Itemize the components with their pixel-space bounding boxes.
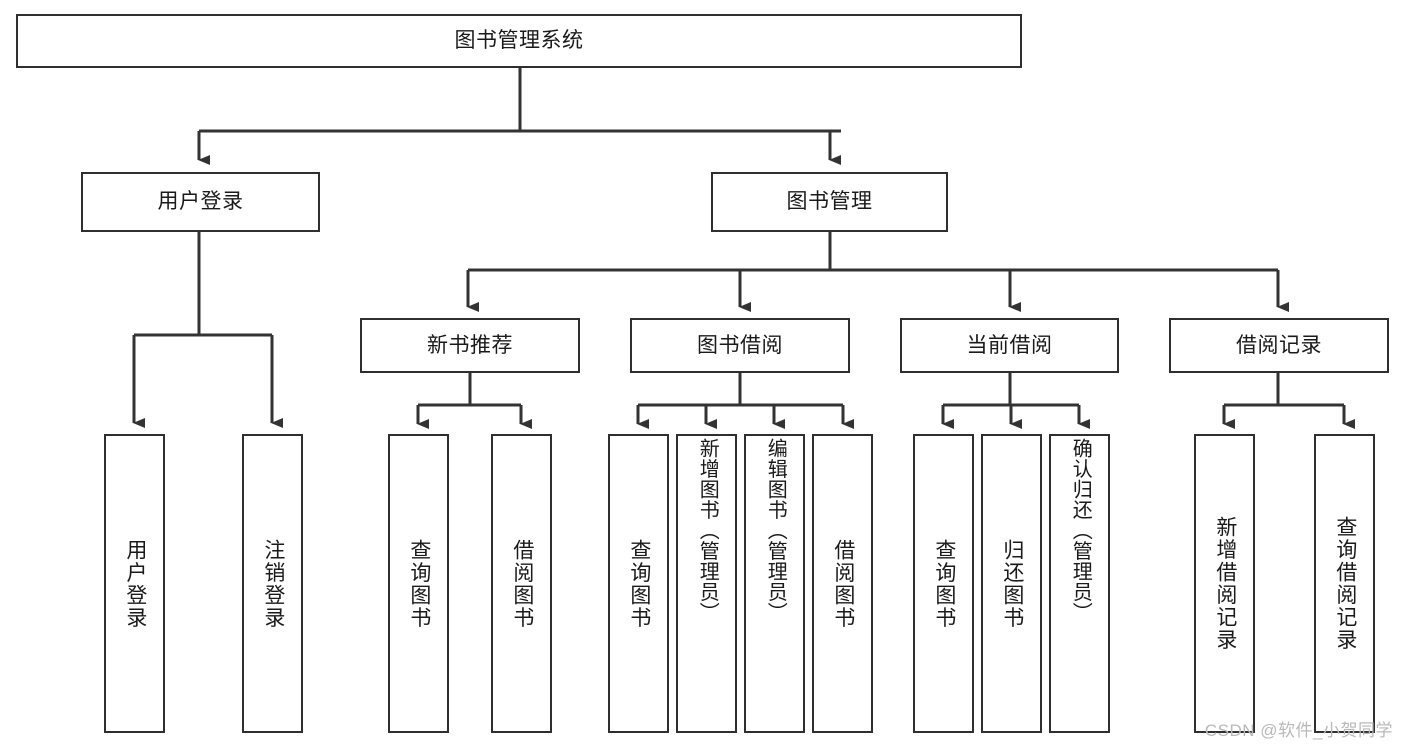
leaf-new-books-query-label: 查询图书 <box>407 538 431 629</box>
leaf-user-login-signout[interactable]: 注销登录 <box>242 434 303 733</box>
leaf-user-login-signout-label: 注销登录 <box>261 538 285 629</box>
leaf-current-query-label: 查询图书 <box>932 538 956 629</box>
node-borrow-records[interactable]: 借阅记录 <box>1169 318 1389 373</box>
leaf-records-add-label: 新增借阅记录 <box>1213 516 1237 651</box>
node-current-borrowing-label: 当前借阅 <box>966 333 1053 357</box>
node-book-management-label: 图书管理 <box>786 190 873 214</box>
leaf-borrow-edit-book-admin-label: 编辑图书（管理员） <box>764 438 787 623</box>
node-current-borrowing[interactable]: 当前借阅 <box>900 318 1119 373</box>
node-borrow-records-label: 借阅记录 <box>1236 333 1322 357</box>
node-root[interactable]: 图书管理系统 <box>16 14 1022 68</box>
leaf-borrow-borrow-book[interactable]: 借阅图书 <box>812 434 873 733</box>
leaf-current-query[interactable]: 查询图书 <box>913 434 974 733</box>
node-book-management[interactable]: 图书管理 <box>711 172 948 232</box>
leaf-current-confirm-return-admin-label: 确认归还（管理员） <box>1069 438 1092 623</box>
node-new-book-recommendation-label: 新书推荐 <box>427 333 513 357</box>
leaf-records-query-label: 查询借阅记录 <box>1333 516 1357 651</box>
watermark: CSDN @软件_小贺同学 <box>1204 721 1393 740</box>
leaf-current-return-book[interactable]: 归还图书 <box>981 434 1042 733</box>
leaf-new-books-borrow[interactable]: 借阅图书 <box>491 434 552 733</box>
leaf-records-add[interactable]: 新增借阅记录 <box>1194 434 1255 733</box>
node-book-borrowing[interactable]: 图书借阅 <box>630 318 850 373</box>
leaf-records-query[interactable]: 查询借阅记录 <box>1314 434 1375 733</box>
node-user-login[interactable]: 用户登录 <box>81 172 320 232</box>
leaf-user-login-signin[interactable]: 用户登录 <box>104 434 165 733</box>
leaf-borrow-borrow-book-label: 借阅图书 <box>831 538 855 629</box>
node-user-login-label: 用户登录 <box>157 190 244 214</box>
leaf-borrow-add-book-admin-label: 新增图书（管理员） <box>696 438 719 623</box>
leaf-new-books-query[interactable]: 查询图书 <box>388 434 449 733</box>
leaf-borrow-add-book-admin[interactable]: 新增图书（管理员） <box>676 434 737 733</box>
leaf-borrow-edit-book-admin[interactable]: 编辑图书（管理员） <box>744 434 805 733</box>
node-new-book-recommendation[interactable]: 新书推荐 <box>360 318 580 373</box>
leaf-new-books-borrow-label: 借阅图书 <box>510 538 534 629</box>
leaf-current-return-book-label: 归还图书 <box>1000 538 1024 629</box>
leaf-user-login-signin-label: 用户登录 <box>123 538 147 629</box>
node-root-label: 图书管理系统 <box>454 29 584 53</box>
leaf-borrow-query[interactable]: 查询图书 <box>608 434 669 733</box>
leaf-borrow-query-label: 查询图书 <box>627 538 651 629</box>
leaf-current-confirm-return-admin[interactable]: 确认归还（管理员） <box>1049 434 1110 733</box>
node-book-borrowing-label: 图书借阅 <box>697 333 783 357</box>
